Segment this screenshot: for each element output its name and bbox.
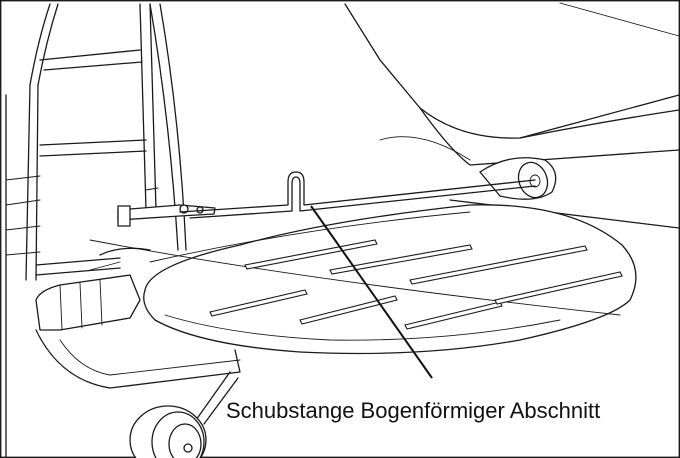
vertical-fin-rudder [25, 3, 187, 281]
left-stabilizer-and-belly [35, 247, 241, 389]
pushrod [179, 171, 536, 219]
callout-leader-line [310, 205, 433, 379]
elevator-ribs [209, 239, 623, 330]
horizontal-stabilizer [89, 204, 637, 355]
tail-wheel [129, 371, 239, 458]
callout-label: Schubstange Bogenförmiger Abschnitt [226, 398, 600, 423]
rudder-control-horn [117, 204, 216, 227]
pushrod-exit-fairing [479, 157, 557, 200]
